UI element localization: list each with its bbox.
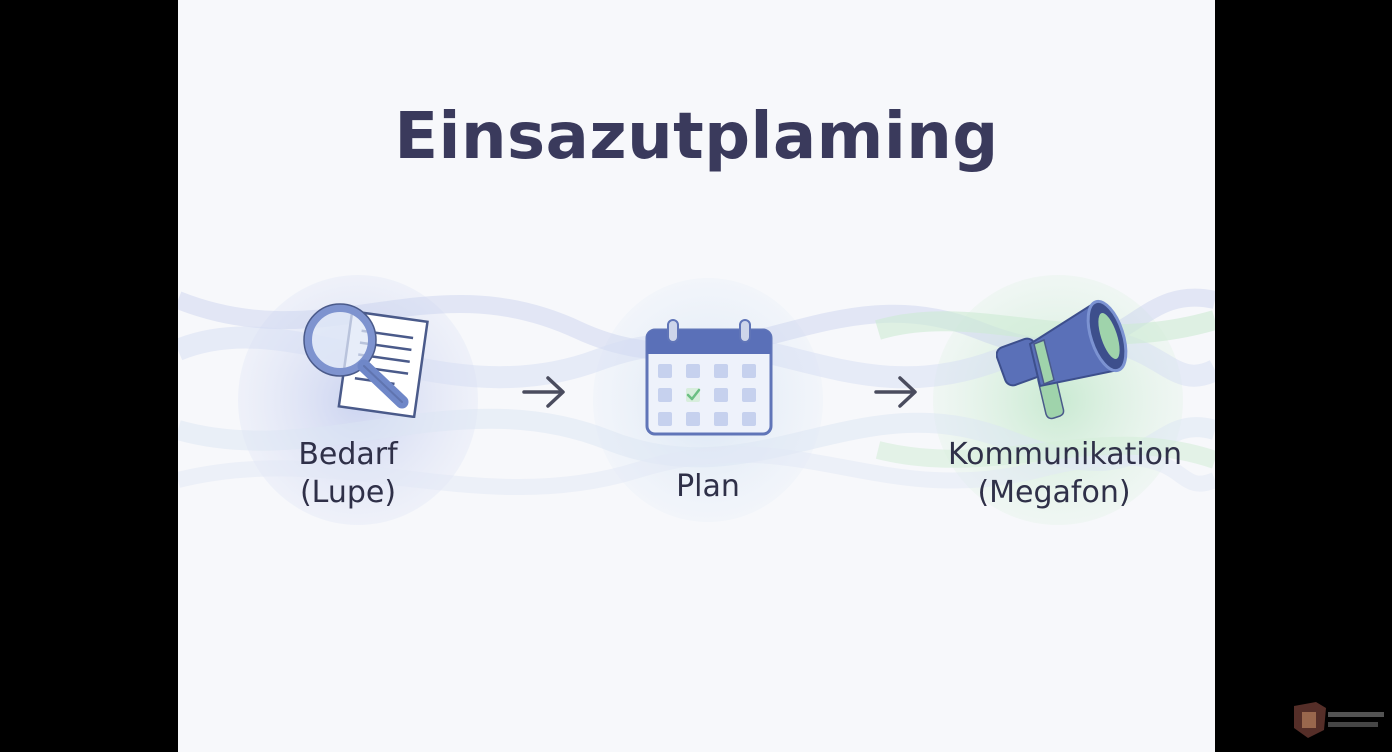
step-plan xyxy=(644,318,774,438)
step-label-plan: Plan xyxy=(618,468,798,506)
step-label-kommunikation: Kommunikation (Megafon) xyxy=(948,436,1183,512)
magnifier-document-icon xyxy=(303,303,429,419)
calendar-icon xyxy=(645,319,773,436)
step-label-line1: Kommunikation xyxy=(948,437,1183,472)
step-label-bedarf: Bedarf (Lupe) xyxy=(258,436,438,512)
step-label-line1: Bedarf xyxy=(298,437,398,472)
step-label-line1: Plan xyxy=(676,469,740,504)
arrow-right-icon xyxy=(874,376,917,408)
watermark-logo xyxy=(1294,702,1384,738)
step-kommunikation xyxy=(995,292,1136,424)
slide: Einsazutplaming Bedarf (Lupe) xyxy=(178,0,1215,752)
step-label-line2: (Lupe) xyxy=(299,475,397,510)
page-title: Einsazutplaming xyxy=(394,100,999,174)
megaphone-icon xyxy=(995,299,1128,420)
arrow-right-icon xyxy=(522,376,565,408)
step-label-line2: (Megafon) xyxy=(977,475,1131,510)
step-bedarf xyxy=(298,298,438,419)
